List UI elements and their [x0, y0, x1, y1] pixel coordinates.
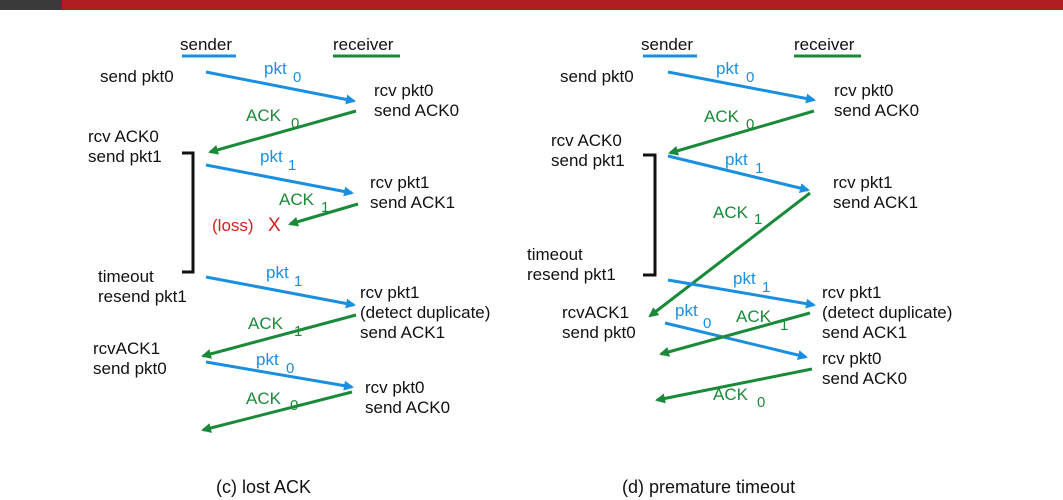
receiver-event: rcv pkt1 — [833, 173, 893, 192]
pkt-label: pkt — [256, 350, 279, 369]
ack0-arrow-2 — [201, 390, 353, 433]
receiver-event: send ACK0 — [365, 398, 450, 417]
seq-label: 1 — [321, 199, 329, 216]
sender-event: send pkt1 — [551, 151, 625, 170]
receiver-event: send ACK1 — [833, 193, 918, 212]
receiver-event: send ACK1 — [360, 323, 445, 342]
receiver-event: send ACK1 — [370, 193, 455, 212]
sender-event: send pkt0 — [100, 67, 174, 86]
seq-label: 0 — [703, 315, 711, 332]
receiver-event: rcv pkt0 — [374, 81, 434, 100]
pkt-label: pkt — [733, 269, 756, 288]
seq-label: 0 — [290, 397, 298, 414]
seq-label: 1 — [288, 157, 296, 174]
receiver-event: send ACK0 — [374, 101, 459, 120]
sender-event: resend pkt1 — [98, 287, 187, 306]
loss-x-mark: X — [268, 215, 281, 236]
slide-top-bar — [0, 0, 1063, 10]
receiver-event: rcv pkt0 — [834, 81, 894, 100]
ack0-arrow-2 — [655, 367, 813, 404]
panel-premature-timeout: sender receiver send pkt0 pkt 0 rcv pkt0… — [527, 35, 952, 497]
receiver-header: receiver — [794, 35, 855, 54]
receiver-event: rcv pkt0 — [822, 349, 882, 368]
sender-event: timeout — [98, 267, 154, 286]
seq-label: 1 — [754, 211, 762, 228]
pkt0-arrow — [205, 70, 356, 105]
ack-label: ACK — [704, 107, 740, 126]
sender-event: send pkt1 — [88, 147, 162, 166]
ack1-lost-arrow — [288, 202, 359, 227]
sender-header: sender — [180, 35, 232, 54]
sender-event: resend pkt1 — [527, 265, 616, 284]
panel-lost-ack: sender receiver send pkt0 pkt 0 rcv pkt0… — [88, 35, 490, 497]
ack1-arrow — [659, 311, 811, 357]
sender-event: send pkt0 — [562, 323, 636, 342]
ack0-arrow — [208, 109, 357, 155]
seq-label: 1 — [762, 279, 770, 296]
receiver-event: rcv pkt0 — [365, 378, 425, 397]
ack-label: ACK — [736, 307, 772, 326]
ack-label: ACK — [279, 190, 315, 209]
ack-label: ACK — [713, 203, 749, 222]
caption: (d) premature timeout — [622, 477, 795, 497]
pkt-label: pkt — [716, 59, 739, 78]
ack1-delayed-arrow — [648, 191, 811, 318]
pkt1-resend-arrow — [205, 275, 356, 309]
seq-label: 0 — [757, 394, 765, 411]
timer-bracket — [182, 151, 195, 274]
receiver-header: receiver — [333, 35, 394, 54]
receiver-event: (detect duplicate) — [822, 303, 952, 322]
pkt0-arrow-2 — [664, 321, 808, 360]
seq-label: 0 — [746, 116, 754, 133]
sender-event: rcvACK1 — [562, 303, 629, 322]
seq-label: 0 — [291, 115, 299, 132]
ack-label: ACK — [713, 385, 749, 404]
pkt0-arrow-2 — [205, 360, 354, 391]
timer-bracket — [643, 153, 657, 277]
seq-label: 1 — [780, 317, 788, 334]
seq-label: 1 — [294, 323, 302, 340]
ack-label: ACK — [248, 314, 284, 333]
sender-event: rcv ACK0 — [551, 131, 622, 150]
sender-event: rcvACK1 — [93, 339, 160, 358]
pkt-label: pkt — [725, 150, 748, 169]
receiver-event: rcv pkt1 — [822, 283, 882, 302]
pkt-label: pkt — [264, 59, 287, 78]
ack-label: ACK — [246, 106, 282, 125]
sender-event: send pkt0 — [560, 67, 634, 86]
seq-label: 1 — [294, 273, 302, 290]
sender-event: timeout — [527, 245, 583, 264]
pkt1-arrow — [205, 163, 354, 197]
ack1-arrow — [201, 313, 357, 359]
seq-label: 1 — [755, 160, 763, 177]
pkt-label: pkt — [260, 147, 283, 166]
pkt-label: pkt — [675, 301, 698, 320]
receiver-event: send ACK0 — [834, 101, 919, 120]
seq-label: 0 — [293, 69, 301, 86]
loss-label: (loss) — [212, 216, 254, 235]
caption: (c) lost ACK — [216, 477, 311, 497]
seq-label: 0 — [746, 69, 754, 86]
pkt1-resend-arrow — [667, 278, 816, 309]
sender-event: rcv ACK0 — [88, 127, 159, 146]
ack0-arrow — [668, 109, 815, 156]
pkt0-arrow — [667, 70, 816, 104]
receiver-event: (detect duplicate) — [360, 303, 490, 322]
ack-label: ACK — [246, 389, 282, 408]
sender-event: send pkt0 — [93, 359, 167, 378]
receiver-event: rcv pkt1 — [360, 283, 420, 302]
pkt-label: pkt — [266, 263, 289, 282]
receiver-event: rcv pkt1 — [370, 173, 430, 192]
receiver-event: send ACK1 — [822, 323, 907, 342]
sender-header: sender — [641, 35, 693, 54]
pkt1-arrow — [667, 154, 810, 193]
receiver-event: send ACK0 — [822, 369, 907, 388]
seq-label: 0 — [286, 360, 294, 377]
video-thumbnail — [0, 0, 62, 10]
